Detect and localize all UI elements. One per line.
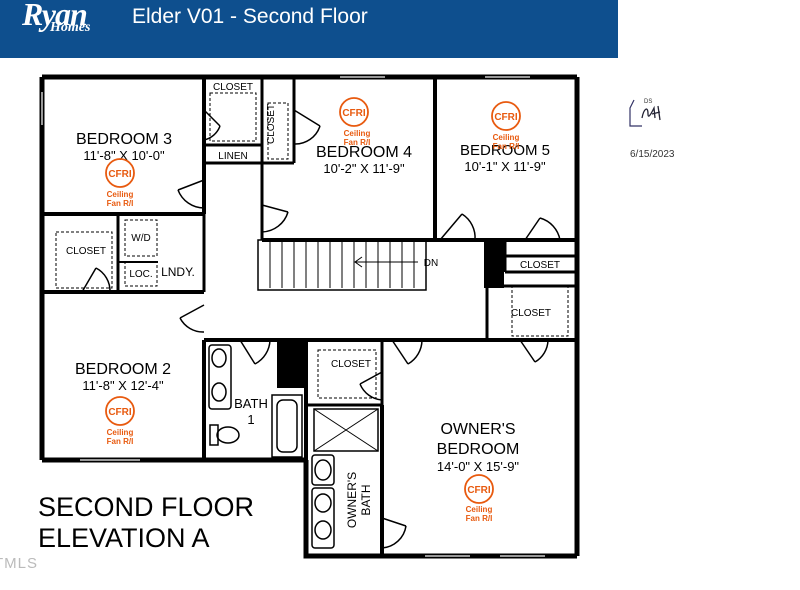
brand-logo: Ryan [22,0,88,32]
docusign-signature: DS [629,99,661,127]
closet-label-bed5: CLOSET [520,260,560,271]
loc-label: LOC. [129,269,152,280]
linen-label: LINEN [218,151,247,162]
header-bar: Ryan Homes Elder V01 - Second Floor [0,0,618,58]
bedroom4-label: BEDROOM 4 [316,144,412,161]
closet-label-bed3-hall: CLOSET [66,246,106,257]
svg-text:Ceiling: Ceiling [493,133,520,142]
watermark: TMLS [0,555,39,572]
svg-text:Ceiling: Ceiling [466,505,493,514]
svg-text:Ceiling: Ceiling [107,428,134,437]
stairs-down-label: DN [424,258,438,269]
svg-text:Fan R/I: Fan R/I [493,142,520,151]
svg-text:CFRI: CFRI [494,112,518,123]
svg-text:Fan R/I: Fan R/I [344,138,371,147]
closet-label-owner-right: CLOSET [511,308,551,319]
owners-bath-label-2: BATH [359,484,373,515]
cfri-marker-bedroom3: CFRI Ceiling Fan R/I [105,158,135,208]
svg-text:Fan R/I: Fan R/I [107,437,134,446]
bedroom2-label: BEDROOM 2 [75,361,171,378]
svg-text:DS: DS [644,99,652,105]
owners-bedroom-label-1: OWNER'S [440,421,515,438]
owners-bath-label-1: OWNER'S [345,472,359,528]
bedroom5-dims: 10'-1" X 11'-9" [464,159,546,174]
bedroom4-dims: 10'-2" X 11'-9" [323,161,405,176]
svg-text:Ceiling: Ceiling [344,129,371,138]
elevation-line-2: ELEVATION A [38,523,210,553]
bath1-label-2: 1 [247,412,254,427]
closet-label-bed3: CLOSET [213,82,253,93]
bedroom5-label: BEDROOM 5 [460,142,550,159]
signature-date: 6/15/2023 [630,149,675,160]
cfri-marker-bedroom2: CFRI Ceiling Fan R/I [105,396,135,446]
washer-dryer-label: W/D [131,233,150,244]
svg-text:CFRI: CFRI [108,169,132,180]
cfri-marker-owners-bedroom: CFRI Ceiling Fan R/I [464,474,494,523]
cfri-marker-bedroom4: CFRI Ceiling Fan R/I [339,97,371,147]
bedroom3-label: BEDROOM 3 [76,131,172,148]
owners-bedroom-dims: 14'-0" X 15'-9" [437,459,520,474]
closet-label-owner: CLOSET [331,359,371,370]
bath1-label-1: BATH [234,396,268,411]
brand-logo-sub: Homes [50,20,91,35]
laundry-label: LNDY. [161,265,195,279]
svg-text:Fan R/I: Fan R/I [466,514,493,523]
cfri-marker-bedroom5: CFRI Ceiling Fan R/I [491,101,521,151]
svg-text:CFRI: CFRI [342,108,366,119]
svg-text:CFRI: CFRI [108,407,132,418]
page-title: Elder V01 - Second Floor [132,5,368,28]
svg-text:CFRI: CFRI [467,485,491,496]
elevation-line-1: SECOND FLOOR [38,492,255,522]
owners-bedroom-label-2: BEDROOM [437,441,520,458]
svg-text:Fan R/I: Fan R/I [107,199,134,208]
bedroom3-dims: 11'-8" X 10'-0" [83,148,165,163]
bedroom2-dims: 11'-8" X 12'-4" [82,378,164,393]
closet-label-bed4: CLOSET [266,104,277,144]
elevation-title: SECOND FLOOR ELEVATION A [38,492,254,554]
svg-text:Ceiling: Ceiling [107,190,134,199]
